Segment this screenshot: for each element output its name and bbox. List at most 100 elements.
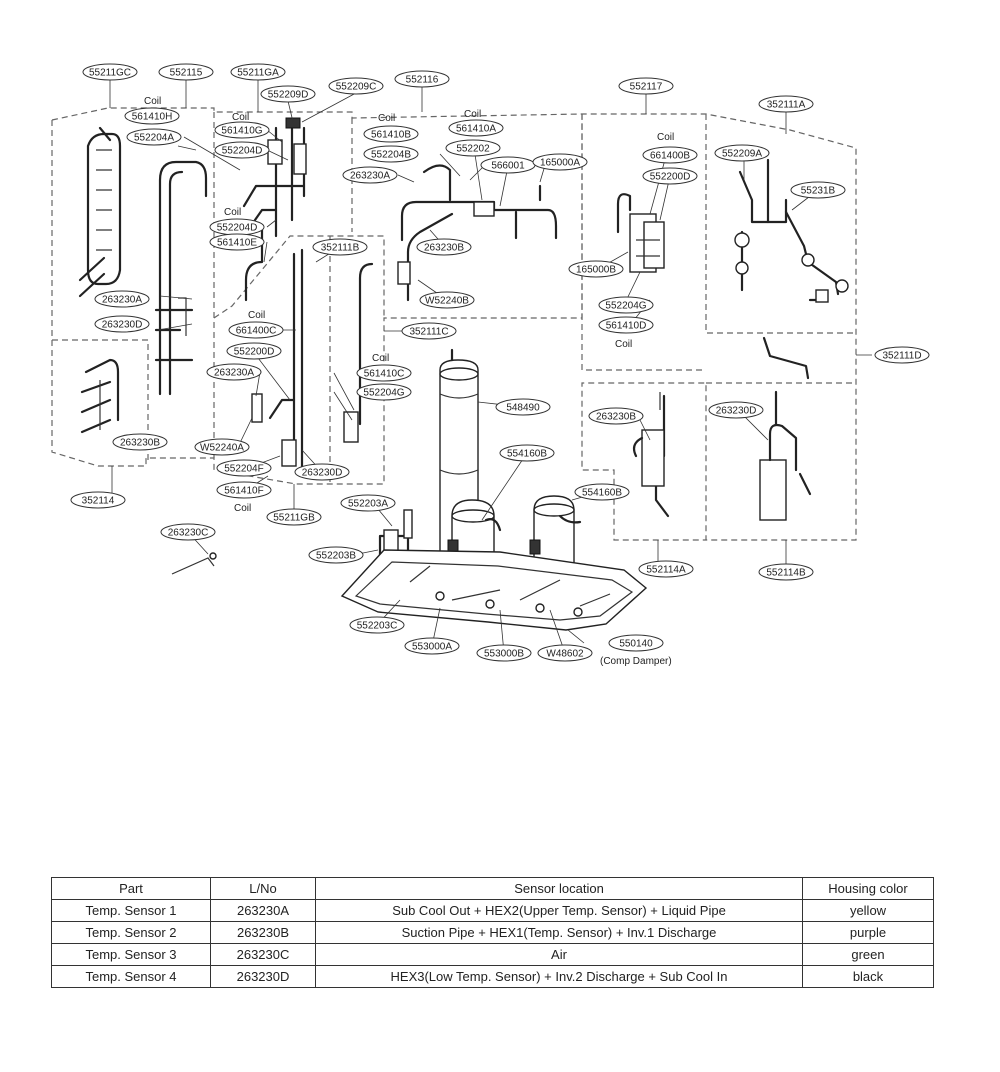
callout-ellipse bbox=[206, 363, 262, 381]
cell-color: yellow bbox=[802, 899, 934, 922]
part-number-label: 552209C bbox=[336, 82, 377, 93]
callout-ellipse bbox=[312, 238, 368, 256]
sensor-263230C bbox=[171, 552, 217, 575]
part-callout: 165000A bbox=[532, 153, 588, 171]
part-callout: 352111C bbox=[401, 322, 457, 340]
cell-location: Sub Cool Out + HEX2(Upper Temp. Sensor) … bbox=[315, 899, 803, 922]
table-row: Temp. Sensor 2 263230B Suction Pipe + HE… bbox=[51, 921, 934, 944]
sensor-assembly-352114 bbox=[80, 358, 120, 434]
callout-ellipse bbox=[356, 364, 412, 382]
part-callout: 552204G bbox=[598, 296, 654, 314]
part-callout: 55211GB bbox=[266, 508, 322, 526]
part-number-label: 554160B bbox=[582, 488, 622, 499]
callout-ellipse bbox=[214, 121, 270, 139]
callout-ellipse bbox=[112, 433, 168, 451]
part-callout: 263230C bbox=[160, 523, 216, 541]
callout-ellipse bbox=[642, 167, 698, 185]
part-callout: 553000B bbox=[476, 644, 532, 662]
callout-ellipse bbox=[537, 644, 593, 662]
part-callout: 552209A bbox=[714, 144, 770, 162]
callout-ellipse bbox=[476, 644, 532, 662]
pipe-assembly-552116 bbox=[397, 164, 558, 302]
callout-ellipse bbox=[230, 63, 286, 81]
part-number-label: 661400B bbox=[650, 151, 690, 162]
callout-ellipse bbox=[618, 77, 674, 95]
table-row: Temp. Sensor 3 263230C Air green bbox=[51, 943, 934, 966]
cell-lno: 263230C bbox=[210, 943, 316, 966]
part-callout: 561410B bbox=[363, 125, 419, 143]
callout-ellipse bbox=[874, 346, 930, 364]
sensor-assembly-552114B bbox=[759, 390, 812, 521]
header-lno: L/No bbox=[210, 877, 316, 900]
base-pan bbox=[340, 549, 648, 631]
callout-ellipse bbox=[349, 616, 405, 634]
pipe-assembly-352111A bbox=[734, 158, 849, 303]
part-number-label: 263230A bbox=[102, 295, 142, 306]
part-callout: 263230B bbox=[588, 407, 644, 425]
coil-label: Coil bbox=[232, 112, 249, 123]
part-callout: 552114A bbox=[638, 560, 694, 578]
coil-label: Coil bbox=[144, 96, 161, 107]
part-number-label: 561410D bbox=[606, 321, 647, 332]
part-number-label: 552200D bbox=[234, 347, 275, 358]
part-callout: 352111B bbox=[312, 238, 368, 256]
part-number-label: 552202 bbox=[456, 144, 490, 155]
callout-ellipse bbox=[124, 107, 180, 125]
coil-label: Coil bbox=[378, 113, 395, 124]
pipe-assembly-352111B bbox=[251, 248, 374, 472]
cell-lno: 263230A bbox=[210, 899, 316, 922]
part-number-label: 263230B bbox=[120, 438, 160, 449]
part-callout: 552204A bbox=[126, 128, 182, 146]
part-callout: 661400B bbox=[642, 146, 698, 164]
part-number-label: 561410G bbox=[221, 126, 262, 137]
callout-ellipse bbox=[94, 290, 150, 308]
part-number-label: 566001 bbox=[491, 161, 525, 172]
part-number-label: 263230D bbox=[102, 320, 143, 331]
part-number-label: 552204D bbox=[217, 223, 258, 234]
cell-location: HEX3(Low Temp. Sensor) + Inv.2 Discharge… bbox=[315, 965, 803, 988]
callout-ellipse bbox=[598, 316, 654, 334]
part-callout: 552114B bbox=[758, 563, 814, 581]
part-number-label: 55211GC bbox=[89, 68, 131, 79]
part-number-label: 552204G bbox=[605, 301, 646, 312]
part-callout: W52240B bbox=[419, 291, 475, 309]
part-number-label: W52240B bbox=[425, 296, 469, 307]
part-number-label: 263230A bbox=[214, 368, 254, 379]
callout-ellipse bbox=[445, 139, 501, 157]
callout-ellipse bbox=[216, 459, 272, 477]
part-number-label: 552209D bbox=[268, 90, 309, 101]
coil-label: Coil bbox=[248, 310, 265, 321]
part-callout: 554160B bbox=[499, 444, 555, 462]
part-number-label: 661400C bbox=[236, 326, 277, 337]
header-part: Part bbox=[51, 877, 211, 900]
part-number-label: 352111B bbox=[321, 243, 360, 254]
callout-ellipse bbox=[294, 463, 350, 481]
callout-ellipse bbox=[158, 63, 214, 81]
part-number-label: 552203A bbox=[348, 499, 388, 510]
part-callout: 263230B bbox=[416, 238, 472, 256]
part-callout: 552204D bbox=[214, 141, 270, 159]
callout-ellipse bbox=[404, 637, 460, 655]
cell-color: purple bbox=[802, 921, 934, 944]
part-number-label: 554160B bbox=[507, 449, 547, 460]
callout-ellipse bbox=[94, 315, 150, 333]
callout-ellipse bbox=[416, 238, 472, 256]
cell-location: Suction Pipe + HEX1(Temp. Sensor) + Inv.… bbox=[315, 921, 803, 944]
callout-ellipse bbox=[608, 634, 664, 652]
callout-ellipse bbox=[308, 546, 364, 564]
part-callout: 263230A bbox=[206, 363, 262, 381]
part-callout: 165000B bbox=[568, 260, 624, 278]
callout-ellipse bbox=[82, 63, 138, 81]
part-number-label: 263230D bbox=[716, 406, 757, 417]
sensor-assembly-552114A bbox=[632, 392, 670, 518]
part-number-label: 55211GA bbox=[237, 68, 279, 79]
part-callout: 561410D bbox=[598, 316, 654, 334]
part-number-label: 552204F bbox=[224, 464, 263, 475]
callout-ellipse bbox=[499, 444, 555, 462]
part-number-label: 165000A bbox=[540, 158, 580, 169]
callout-ellipse bbox=[216, 481, 272, 499]
part-number-label: 552203C bbox=[357, 621, 398, 632]
part-number-label: W52240A bbox=[200, 443, 244, 454]
coil-label: Coil bbox=[657, 132, 674, 143]
part-number-label: 263230D bbox=[302, 468, 343, 479]
